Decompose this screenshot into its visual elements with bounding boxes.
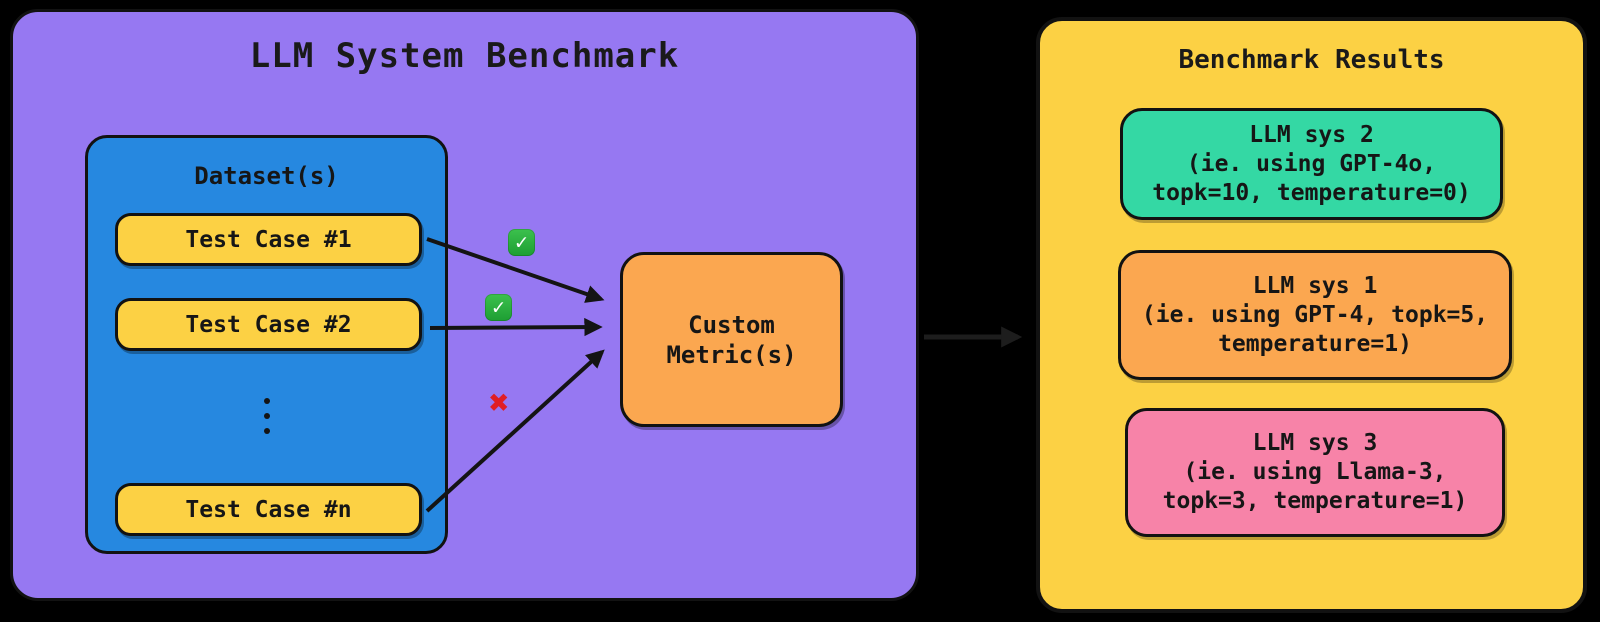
ellipsis-dots [88,398,445,434]
test-case-box-1: Test Case #1 [115,213,422,266]
result-text-llm-sys-2: LLM sys 2 (ie. using GPT-4o, topk=10, te… [1152,121,1471,206]
benchmark-results-panel: Benchmark Results LLM sys 2 (ie. using G… [1036,17,1587,613]
test-case-box-n: Test Case #n [115,483,422,536]
custom-metric-label: Custom Metric(s) [666,310,797,369]
llm-system-benchmark-panel: LLM System Benchmark Dataset(s) Test Cas… [10,9,919,601]
check-icon: ✓ [485,294,512,321]
right-panel-title: Benchmark Results [1178,45,1445,75]
result-text-llm-sys-3: LLM sys 3 (ie. using Llama-3, topk=3, te… [1162,430,1468,514]
check-glyph: ✓ [492,295,505,319]
dataset-box: Dataset(s) Test Case #1 Test Case #2 Tes… [85,135,448,554]
left-panel-title: LLM System Benchmark [249,36,680,76]
test-case-label-2: Test Case #2 [185,311,352,338]
result-text-llm-sys-1: LLM sys 1 (ie. using GPT-4, topk=5, temp… [1141,272,1489,357]
ellipsis-dot [263,398,270,404]
check-icon: ✓ [508,229,535,256]
test-case-box-2: Test Case #2 [115,298,422,351]
test-case-label-n: Test Case #n [185,496,352,523]
test-case-label-1: Test Case #1 [185,226,352,253]
custom-metric-box: Custom Metric(s) [620,252,843,427]
ellipsis-dot [263,428,270,434]
result-box-llm-sys-2: LLM sys 2 (ie. using GPT-4o, topk=10, te… [1120,108,1503,220]
result-box-llm-sys-3: LLM sys 3 (ie. using Llama-3, topk=3, te… [1125,408,1505,537]
dataset-title: Dataset(s) [194,162,339,190]
check-glyph: ✓ [515,230,528,254]
result-box-llm-sys-1: LLM sys 1 (ie. using GPT-4, topk=5, temp… [1118,250,1512,380]
cross-icon: ✖ [489,383,510,423]
ellipsis-dot [263,413,270,419]
